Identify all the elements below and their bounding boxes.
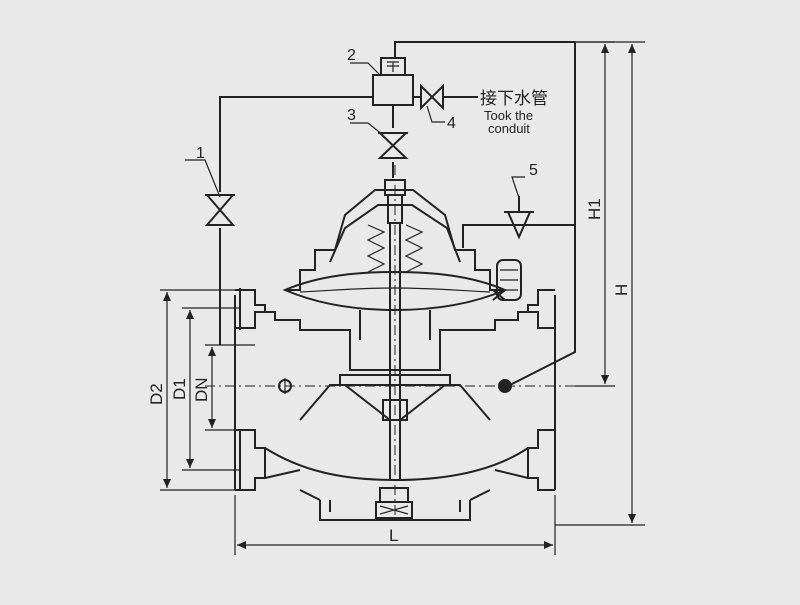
pilot-valve-2-icon (372, 57, 414, 106)
leader-lines (185, 62, 525, 199)
filter-5-icon (504, 196, 534, 240)
gauge-port-icon (492, 259, 522, 301)
callout-4: 4 (447, 115, 456, 132)
dimension-h-label: H (612, 284, 631, 296)
callout-1: 1 (196, 145, 205, 162)
dimension-h1-label: H1 (585, 198, 604, 220)
dimension-d1-label: D1 (170, 378, 189, 400)
dimension-l-label: L (389, 526, 398, 545)
dimension-dn-label: DN (192, 377, 211, 402)
valve-body (234, 288, 556, 521)
pipe-note-en-line2: conduit (488, 121, 530, 136)
callout-5: 5 (529, 162, 538, 179)
dimension-lines (160, 41, 645, 555)
ball-valve-1-icon (204, 194, 236, 226)
callout-2: 2 (347, 47, 356, 64)
ball-valve-3-icon (377, 132, 409, 159)
drain-valve-4-icon (420, 83, 478, 111)
callout-3: 3 (347, 107, 356, 124)
pipe-note-en-line1: Took the (484, 108, 533, 123)
pipe-note-cn: 接下水管 (480, 89, 548, 108)
dimension-d2-label: D2 (147, 383, 166, 405)
